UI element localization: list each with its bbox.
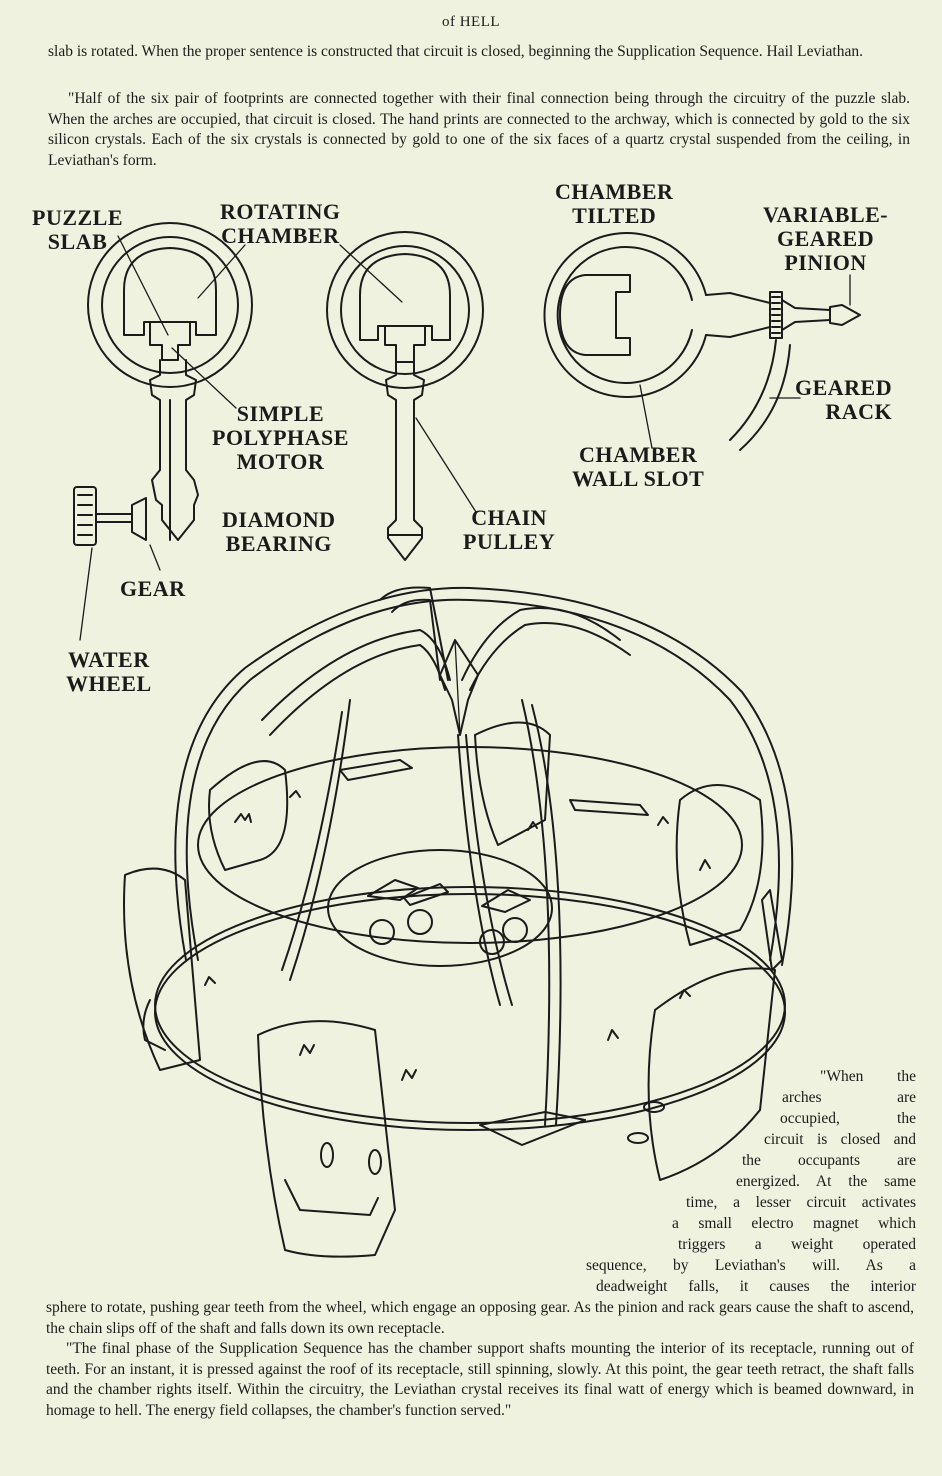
label-diamond-bearing: DIAMOND BEARING — [222, 507, 336, 556]
wrap-line-6: energized. At the same — [736, 1173, 916, 1190]
wrap-line-5: the occupants are — [742, 1152, 916, 1169]
wrap-line-4: circuit is closed and — [764, 1131, 916, 1148]
diagram-rotating-chamber-1 — [73, 222, 253, 641]
wrap-line-1: "When the — [820, 1068, 916, 1085]
paragraph-1: slab is rotated. When the proper sentenc… — [48, 43, 863, 60]
diagram-rotating-chamber-2 — [326, 231, 484, 561]
label-chamber-wall-slot: CHAMBER WALL SLOT — [572, 442, 705, 491]
label-geared-rack: GEARED RACK — [795, 375, 893, 424]
wrap-line-2: arches are — [782, 1089, 916, 1106]
diagram-supplication-sphere — [123, 586, 794, 1258]
wrap-line-3: occupied, the — [780, 1110, 916, 1127]
running-head: of HELL — [441, 14, 501, 30]
label-puzzle-slab: PUZZLE SLAB — [32, 205, 124, 254]
wrap-line-9: triggers a weight operated — [678, 1236, 916, 1253]
label-chamber-tilted: CHAMBER TILTED — [555, 179, 674, 228]
paragraph-4: "The final phase of the Supplication Seq… — [46, 1340, 914, 1419]
paragraph-2: "Half of the six pair of footprints are … — [48, 90, 910, 169]
label-gear: GEAR — [120, 576, 186, 601]
label-rotating-chamber: ROTATING CHAMBER — [220, 199, 341, 248]
label-chain-pulley: CHAIN PULLEY — [463, 505, 556, 554]
wrap-line-7: time, a lesser circuit activates — [686, 1194, 916, 1211]
wrap-line-8: a small electro magnet which — [672, 1215, 916, 1232]
wrap-line-11: deadweight falls, it causes the interior — [596, 1278, 916, 1295]
diagram-chamber-tilted — [543, 232, 861, 451]
label-simple-polyphase-motor: SIMPLE POLYPHASE MOTOR — [212, 401, 349, 474]
wrap-line-10: sequence, by Leviathan's will. As a — [586, 1257, 916, 1274]
label-variable-geared-pinion: VARIABLE- GEARED PINION — [763, 202, 889, 275]
paragraph-3: sphere to rotate, pushing gear teeth fro… — [46, 1299, 914, 1337]
label-water-wheel: WATER WHEEL — [66, 647, 152, 696]
